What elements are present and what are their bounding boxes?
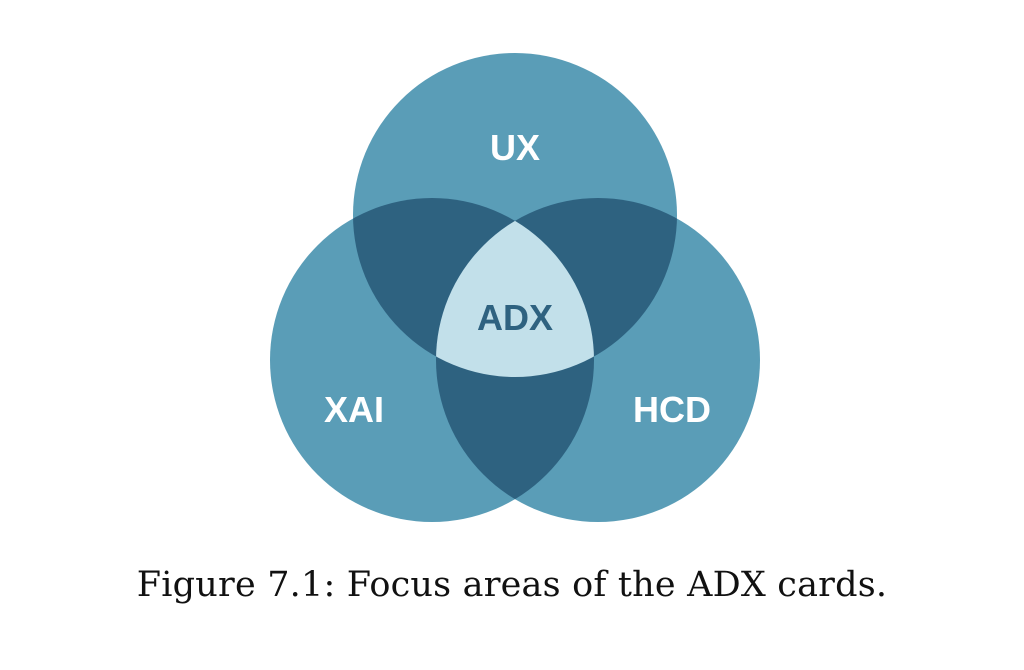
label-xai: XAI: [324, 389, 384, 430]
venn-diagram: UX XAI HCD ADX: [270, 53, 760, 522]
figure-caption: Figure 7.1: Focus areas of the ADX cards…: [136, 565, 888, 605]
label-ux: UX: [490, 127, 540, 168]
label-hcd: HCD: [633, 389, 711, 430]
label-adx: ADX: [477, 297, 553, 338]
overlap-center: [436, 198, 594, 377]
